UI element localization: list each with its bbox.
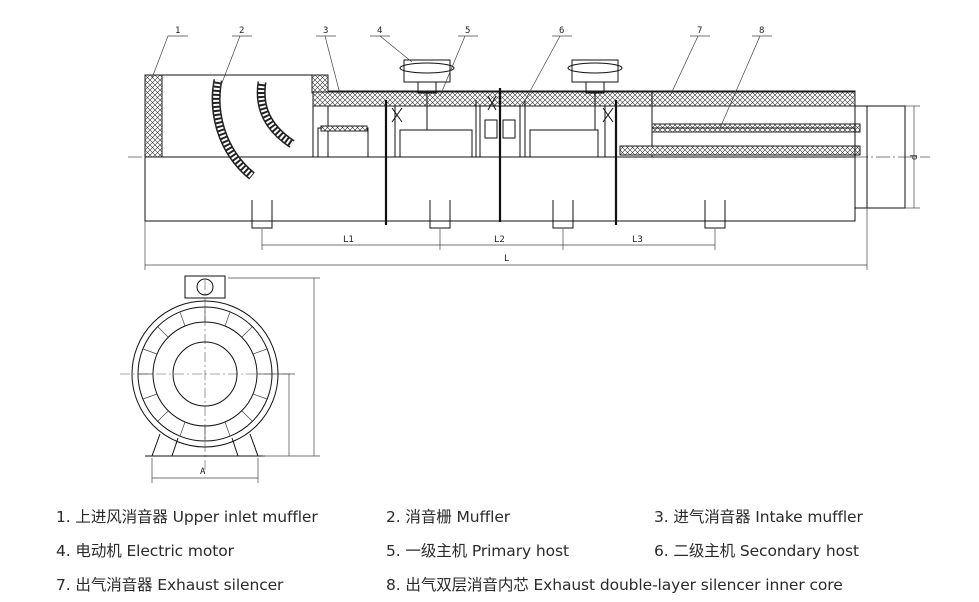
secondary-host-body (529, 129, 599, 158)
exhaust-inner-core-lower (619, 145, 861, 156)
callout-8: 8 (759, 26, 764, 36)
intake-muffler-core (317, 127, 369, 158)
end-foot-right (231, 433, 259, 457)
end-foot-left (151, 433, 179, 457)
dimension-lines: L1 L2 L3 L (144, 208, 868, 270)
muffler-louver-1 (211, 79, 255, 180)
callout-5: 5 (465, 26, 470, 36)
side-view: d L1 L2 L3 L 1 2 (128, 26, 930, 270)
inlet-housing (144, 74, 329, 158)
primary-host-body (399, 129, 473, 158)
callout-4: 4 (377, 26, 382, 36)
radial-vanes (138, 307, 272, 441)
electric-motor-1 (399, 59, 455, 130)
intake-exhaust-muffler-band (312, 91, 856, 107)
support-legs (251, 200, 726, 229)
svg-text:d: d (910, 155, 920, 160)
muffler-louver-2 (256, 81, 295, 148)
upper-inlet-muffler-right-wall (311, 74, 329, 94)
callout-2: 2 (239, 26, 244, 36)
callout-1: 1 (175, 26, 180, 36)
outlet-pipe (866, 105, 906, 209)
callout-7: 7 (697, 26, 702, 36)
callout-3: 3 (323, 26, 328, 36)
dim-l1: L1 (343, 235, 354, 245)
dim-l2: L2 (494, 235, 505, 245)
end-motor-housing (184, 275, 226, 299)
end-view: A (120, 275, 320, 483)
core (172, 341, 238, 407)
dim-l: L (504, 254, 509, 264)
upper-inlet-muffler-left-wall (144, 74, 163, 158)
callouts: 1 2 3 4 5 6 7 8 (151, 26, 772, 129)
dim-l3: L3 (632, 235, 643, 245)
electric-motor-2 (567, 59, 623, 130)
dim-a: A (200, 467, 206, 477)
callout-6: 6 (559, 26, 564, 36)
